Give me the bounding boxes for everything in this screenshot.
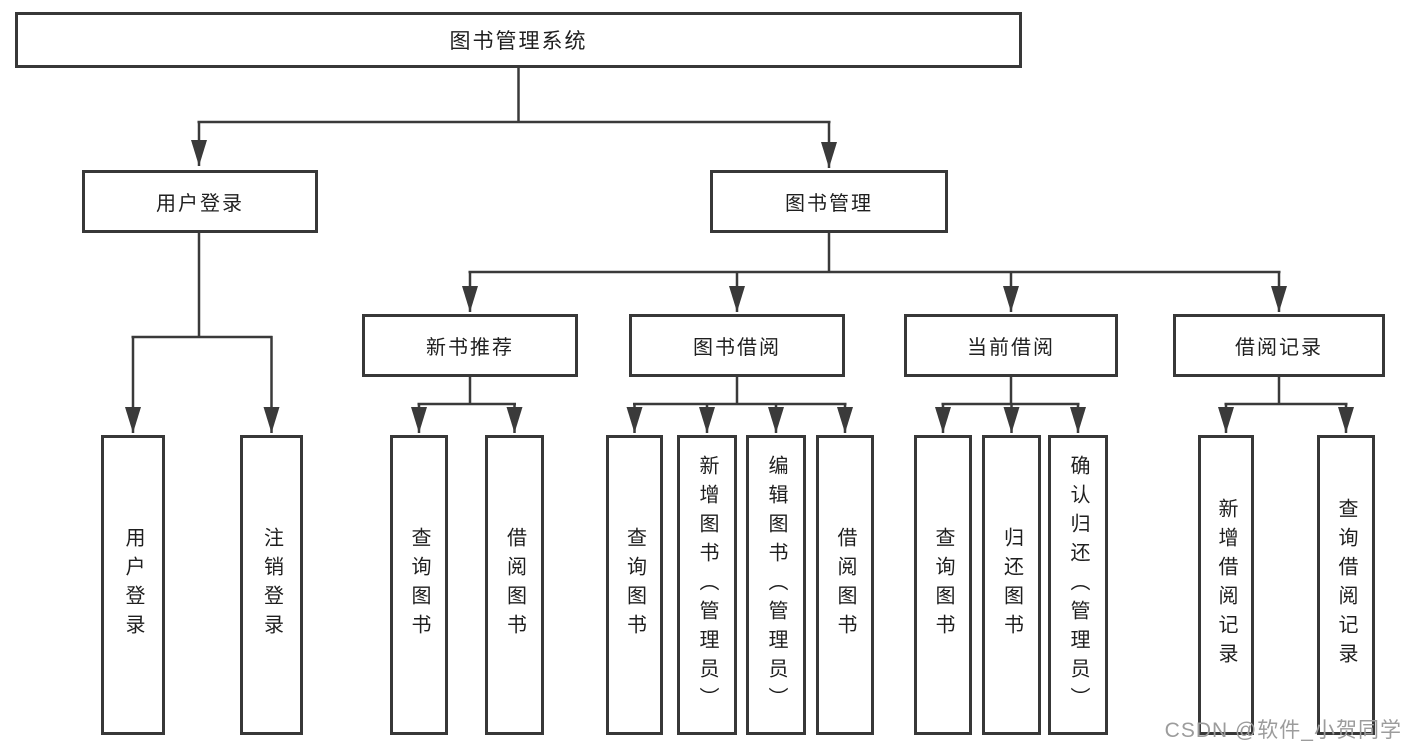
node-new-book-recommendation: 新书推荐 [362,314,578,377]
node-label: 新增图书（管理员） [696,454,718,716]
node-label: 查询借阅记录 [1335,498,1357,672]
leaf-user-login: 用户登录 [101,435,165,735]
node-current-borrowing: 当前借阅 [904,314,1118,377]
node-label: 当前借阅 [967,337,1055,359]
leaf-edit-book-admin: 编辑图书（管理员） [746,435,806,735]
leaf-query-borrow-record: 查询借阅记录 [1317,435,1375,735]
leaf-query-books-recommend: 查询图书 [390,435,448,735]
node-label: 新书推荐 [426,337,514,359]
watermark-text: CSDN @软件_小贺同学 [1164,719,1402,742]
node-label: 用户登录 [122,527,144,643]
node-label: 查询图书 [932,527,954,643]
node-borrowing-records: 借阅记录 [1173,314,1385,377]
node-label: 图书管理系统 [449,30,588,53]
leaf-return-books: 归还图书 [982,435,1041,735]
leaf-query-books-current: 查询图书 [914,435,972,735]
node-label: 借阅图书 [834,527,856,643]
node-label: 用户登录 [156,193,244,215]
node-user-login: 用户登录 [82,170,318,233]
node-label: 查询图书 [623,527,646,643]
node-book-borrowing: 图书借阅 [629,314,845,377]
leaf-add-book-admin: 新增图书（管理员） [677,435,737,735]
node-book-management: 图书管理 [710,170,948,233]
node-label: 编辑图书（管理员） [765,454,787,716]
node-label: 图书借阅 [693,337,781,359]
leaf-borrow-books-recommend: 借阅图书 [485,435,544,735]
leaf-confirm-return-admin: 确认归还（管理员） [1048,435,1108,735]
node-label: 借阅记录 [1235,337,1323,359]
node-label: 新增借阅记录 [1215,498,1237,672]
node-label: 借阅图书 [503,527,526,643]
node-library-management-system: 图书管理系统 [15,12,1022,68]
leaf-add-borrow-record: 新增借阅记录 [1198,435,1254,735]
node-label: 确认归还（管理员） [1067,454,1089,716]
leaf-query-books-borrowing: 查询图书 [606,435,663,735]
node-label: 注销登录 [260,527,283,643]
node-label: 归还图书 [1000,527,1023,643]
node-label: 图书管理 [785,193,873,215]
leaf-borrow-books-borrowing: 借阅图书 [816,435,874,735]
leaf-logout: 注销登录 [240,435,303,735]
node-label: 查询图书 [408,527,430,643]
